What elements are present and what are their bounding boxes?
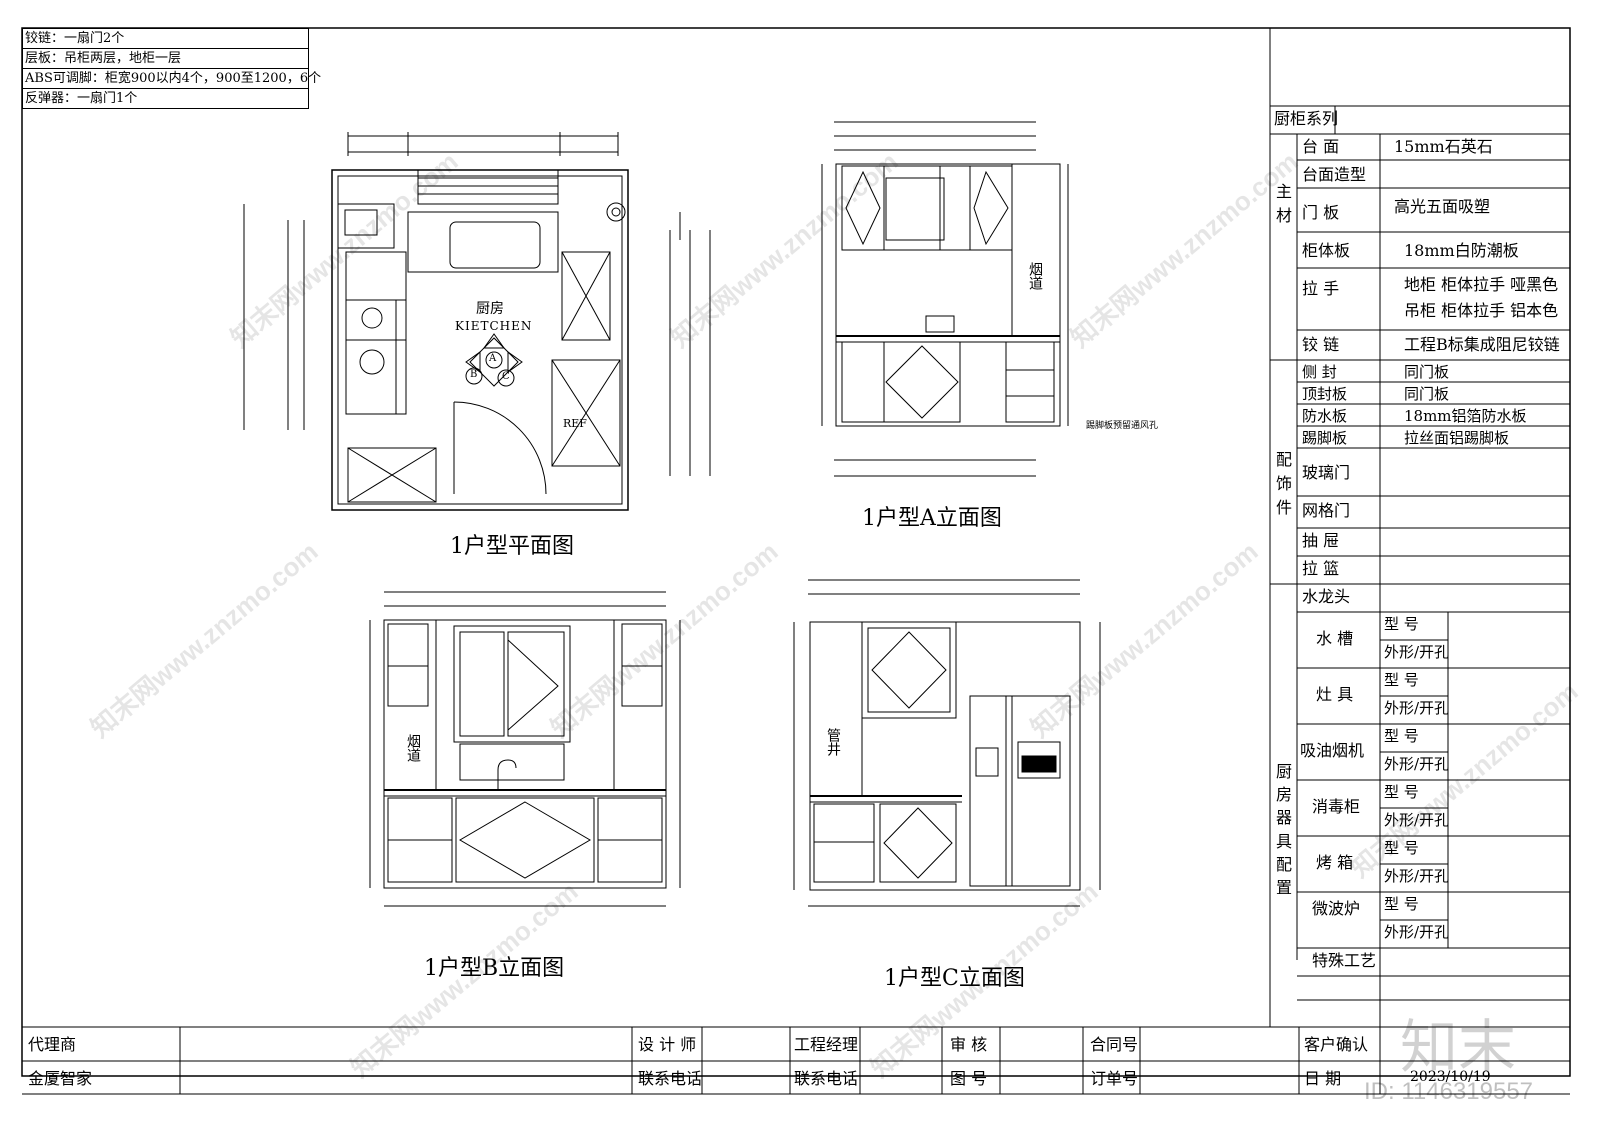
shape-3: 外形/开孔 [1384, 811, 1450, 829]
acc-label-5: 网格门 [1302, 501, 1351, 520]
elevation-c-title: 1户型C立面图 [884, 966, 1025, 991]
acc-label-7: 拉 篮 [1302, 559, 1340, 578]
pipe-shaft-label: 管井 [825, 728, 841, 756]
watermark-logo: 知末 [1400, 1015, 1517, 1080]
plan-view [243, 132, 711, 511]
main-label-4: 拉 手 [1302, 279, 1340, 298]
acc-label-1: 顶封板 [1302, 385, 1348, 403]
hardware-notes: 铰链：一扇门2个 层板：吊柜两层，地柜一层 ABS可调脚：柜宽900以内4个，9… [22, 28, 321, 109]
appliance-2: 吸油烟机 [1300, 741, 1365, 760]
appliance-5: 微波炉 [1312, 899, 1361, 918]
date-value: 2023/10/19 [1410, 1069, 1491, 1085]
order-no-label: 订单号 [1090, 1069, 1139, 1088]
plan-title: 1户型平面图 [450, 534, 574, 559]
date-label: 日 期 [1304, 1069, 1342, 1088]
acc-value-2: 18mm铝箔防水板 [1404, 407, 1527, 425]
group-main: 主材 [1276, 182, 1293, 225]
faucet-label: 水龙头 [1302, 587, 1351, 606]
designer-label: 设 计 师 [638, 1035, 697, 1054]
mark-a: A [489, 353, 497, 364]
contact-label-2: 联系电话 [794, 1069, 859, 1088]
contact-label-1: 联系电话 [638, 1069, 703, 1088]
drawing-no-label: 图 号 [950, 1069, 988, 1088]
model-1: 型 号 [1384, 671, 1419, 689]
elevation-b [369, 591, 681, 907]
group-appliance: 厨房器具配置 [1276, 762, 1293, 897]
acc-label-0: 侧 封 [1302, 363, 1337, 381]
shape-4: 外形/开孔 [1384, 867, 1450, 885]
spec-header: 厨柜系列 [1274, 109, 1339, 128]
flue-label-a: 烟道 [1027, 262, 1043, 290]
shape-5: 外形/开孔 [1384, 923, 1450, 941]
note-hinge: 铰链：一扇门2个 [23, 29, 308, 49]
appliance-0: 水 槽 [1316, 629, 1354, 648]
shape-0: 外形/开孔 [1384, 643, 1450, 661]
model-5: 型 号 [1384, 895, 1419, 913]
review-label: 审 核 [950, 1035, 988, 1054]
model-3: 型 号 [1384, 783, 1419, 801]
agent-label: 代理商 [28, 1035, 77, 1054]
note-rebound: 反弹器：一扇门1个 [25, 91, 138, 106]
shape-1: 外形/开孔 [1384, 699, 1450, 717]
elevation-c [793, 579, 1101, 907]
note-shelf: 层板：吊柜两层，地柜一层 [23, 49, 308, 69]
acc-value-3: 拉丝面铝踢脚板 [1404, 429, 1510, 447]
shape-2: 外形/开孔 [1384, 755, 1450, 773]
client-confirm-label: 客户确认 [1304, 1035, 1369, 1054]
agent-value: 金厦智家 [28, 1069, 93, 1088]
model-2: 型 号 [1384, 727, 1419, 745]
main-label-2: 门 板 [1302, 203, 1340, 222]
acc-value-1: 同门板 [1404, 385, 1450, 403]
main-label-3: 柜体板 [1302, 241, 1351, 260]
acc-label-2: 防水板 [1302, 407, 1348, 425]
acc-label-4: 玻璃门 [1302, 463, 1351, 482]
main-value-5: 工程B标集成阻尼铰链 [1404, 335, 1560, 354]
appliance-1: 灶 具 [1316, 685, 1354, 704]
elevation-a-title: 1户型A立面图 [862, 506, 1002, 531]
elevation-a [821, 121, 1069, 477]
room-label-cn: 厨房 [476, 301, 504, 317]
main-value-3: 18mm白防潮板 [1404, 241, 1519, 260]
model-0: 型 号 [1384, 615, 1419, 633]
vent-note: 踢脚板预留通风孔 [1086, 421, 1159, 431]
room-label-en: KIETCHEN [455, 319, 533, 333]
flue-label-b: 烟道 [405, 734, 421, 762]
main-value-4a: 地柜 柜体拉手 哑黑色 [1404, 275, 1559, 294]
main-label-1: 台面造型 [1302, 165, 1367, 184]
appliance-3: 消毒柜 [1312, 797, 1361, 816]
mark-c: C [502, 371, 510, 382]
main-value-0: 15mm石英石 [1394, 137, 1493, 156]
main-label-0: 台 面 [1302, 137, 1340, 156]
main-label-5: 铰 链 [1302, 335, 1340, 354]
model-4: 型 号 [1384, 839, 1419, 857]
watermark-id: ID: 1146319557 [1364, 1078, 1534, 1105]
main-value-2: 高光五面吸塑 [1394, 197, 1491, 216]
contract-no-label: 合同号 [1090, 1035, 1139, 1054]
acc-value-0: 同门板 [1404, 363, 1450, 381]
elevation-b-title: 1户型B立面图 [424, 956, 565, 981]
acc-label-6: 抽 屉 [1302, 531, 1340, 550]
mark-b: B [470, 369, 478, 380]
group-accessory: 配饰件 [1276, 450, 1293, 517]
fridge-label: REF [563, 417, 587, 430]
special-process: 特殊工艺 [1312, 951, 1377, 970]
acc-label-3: 踢脚板 [1302, 429, 1348, 447]
main-value-4b: 吊柜 柜体拉手 铝本色 [1404, 301, 1559, 320]
note-feet: ABS可调脚：柜宽900以内4个，900至1200，6个 [23, 69, 321, 89]
appliance-4: 烤 箱 [1316, 853, 1354, 872]
pm-label: 工程经理 [794, 1035, 859, 1054]
